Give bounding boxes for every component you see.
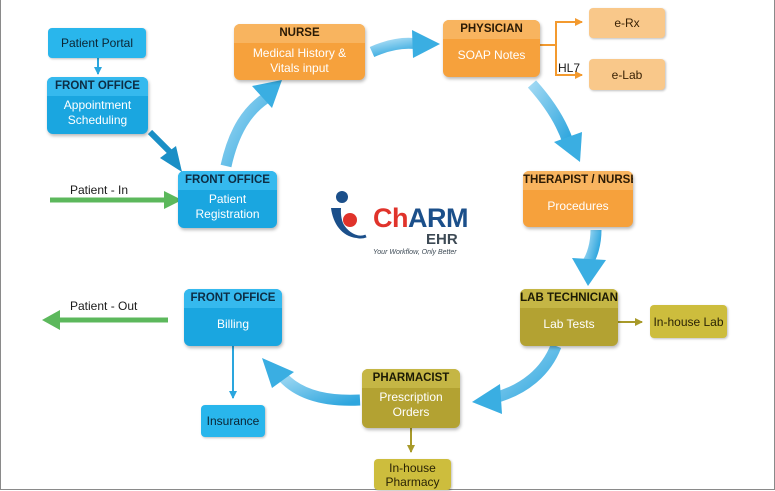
lab-technician-task: Lab Tests bbox=[543, 317, 595, 331]
logo-brand-arm: ARM bbox=[408, 203, 469, 233]
cycle-arrow-nurse-to-physician bbox=[369, 37, 419, 58]
pharmacist-box: PHARMACIST Prescription Orders bbox=[362, 369, 460, 428]
cycle-arrow-labtech-to-pharmacist-head bbox=[472, 384, 502, 414]
hl7-label: HL7 bbox=[558, 61, 581, 75]
logo-brand-ch: Ch bbox=[373, 203, 409, 233]
cycle-arrow-labtech-to-pharmacist bbox=[492, 343, 562, 404]
front-office-billing-task: Billing bbox=[216, 317, 249, 331]
pharmacist-role: PHARMACIST bbox=[362, 369, 460, 388]
therapist-nurse-role: THERAPIST / NURSE bbox=[523, 171, 633, 190]
front-office-billing-box: FRONT OFFICE Billing bbox=[184, 289, 282, 346]
therapist-nurse-box: THERAPIST / NURSE Procedures bbox=[523, 171, 633, 227]
insurance-label: Insurance bbox=[206, 414, 260, 428]
charm-logo-icon bbox=[331, 191, 367, 239]
insurance-box: Insurance bbox=[201, 405, 265, 437]
erx-label: e-Rx bbox=[614, 16, 640, 30]
charm-logo-wordmark: ChARM bbox=[373, 203, 469, 233]
nurse-task: Medical History & Vitals input bbox=[252, 46, 347, 75]
elab-label: e-Lab bbox=[611, 67, 643, 82]
nurse-box: NURSE Medical History & Vitals input bbox=[234, 24, 365, 80]
cycle-arrow-registration-to-nurse bbox=[220, 93, 270, 168]
pharmacist-task: Prescription Orders bbox=[379, 390, 443, 419]
cycle-arrow-therapist-to-labtech-head bbox=[572, 258, 606, 286]
cycle-arrow-registration-to-nurse-head bbox=[252, 80, 282, 108]
inhouse-pharmacy-label: In-house Pharmacy bbox=[385, 460, 440, 489]
cycle-arrow-physician-to-therapist bbox=[527, 80, 574, 144]
inhouse-lab-label: In-house Lab bbox=[653, 314, 724, 329]
inhouse-lab-box: In-house Lab bbox=[650, 305, 727, 338]
front-office-registration-box: FRONT OFFICE Patient Registration bbox=[178, 171, 277, 228]
elab-box: e-Lab bbox=[589, 59, 665, 90]
patient-out-arrowhead bbox=[42, 310, 60, 330]
patient-in-arrowhead bbox=[164, 191, 182, 209]
connector-appointment-to-registration bbox=[147, 129, 173, 155]
front-office-appointment-box: FRONT OFFICE Appointment Scheduling bbox=[47, 77, 148, 134]
front-office-appointment-task: Appointment Scheduling bbox=[63, 98, 132, 127]
inhouse-pharmacy-box: In-house Pharmacy bbox=[374, 459, 451, 490]
patient-out-label: Patient - Out bbox=[70, 299, 138, 313]
lab-technician-role: LAB TECHNICIAN bbox=[520, 289, 618, 308]
cycle-arrow-physician-to-therapist-head bbox=[554, 132, 582, 162]
physician-task: SOAP Notes bbox=[457, 48, 526, 62]
cycle-arrow-pharmacist-to-billing-head bbox=[262, 358, 294, 388]
patient-in-label: Patient - In bbox=[70, 183, 129, 197]
physician-role: PHYSICIAN bbox=[443, 20, 540, 39]
logo-tagline: Your Workflow, Only Better bbox=[373, 249, 457, 256]
patient-portal-label: Patient Portal bbox=[60, 36, 134, 50]
erx-box: e-Rx bbox=[589, 8, 665, 38]
cycle-arrow-therapist-to-labtech bbox=[583, 229, 602, 266]
patient-portal-box: Patient Portal bbox=[48, 28, 146, 58]
front-office-registration-task: Patient Registration bbox=[195, 192, 260, 221]
cycle-arrow-nurse-to-physician-head bbox=[412, 30, 440, 58]
front-office-registration-role: FRONT OFFICE bbox=[178, 171, 277, 190]
lab-technician-box: LAB TECHNICIAN Lab Tests bbox=[520, 289, 618, 346]
front-office-billing-role: FRONT OFFICE bbox=[184, 289, 282, 308]
cycle-arrow-pharmacist-to-billing bbox=[277, 372, 361, 406]
nurse-role: NURSE bbox=[234, 24, 365, 43]
front-office-appointment-role: FRONT OFFICE bbox=[47, 77, 148, 96]
connector-appointment-to-registration-head bbox=[160, 146, 182, 172]
connector-physician-to-erx bbox=[540, 18, 583, 46]
therapist-nurse-task: Procedures bbox=[547, 199, 609, 213]
connector-physician-to-elab bbox=[555, 45, 583, 79]
logo-ehr: EHR bbox=[426, 231, 458, 248]
physician-box: PHYSICIAN SOAP Notes bbox=[443, 20, 540, 77]
